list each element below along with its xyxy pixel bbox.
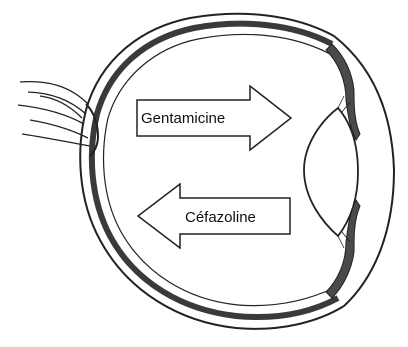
arrow-right-label: Gentamicine bbox=[141, 110, 225, 127]
arrow-right-gentamicine: Gentamicine bbox=[137, 86, 291, 150]
arrow-left-cefazoline: Céfazoline bbox=[138, 184, 290, 248]
choroid-band bbox=[92, 24, 338, 317]
arrow-left-label: Céfazoline bbox=[185, 209, 256, 226]
optic-nerve bbox=[18, 82, 90, 146]
retina-inner bbox=[104, 34, 334, 305]
